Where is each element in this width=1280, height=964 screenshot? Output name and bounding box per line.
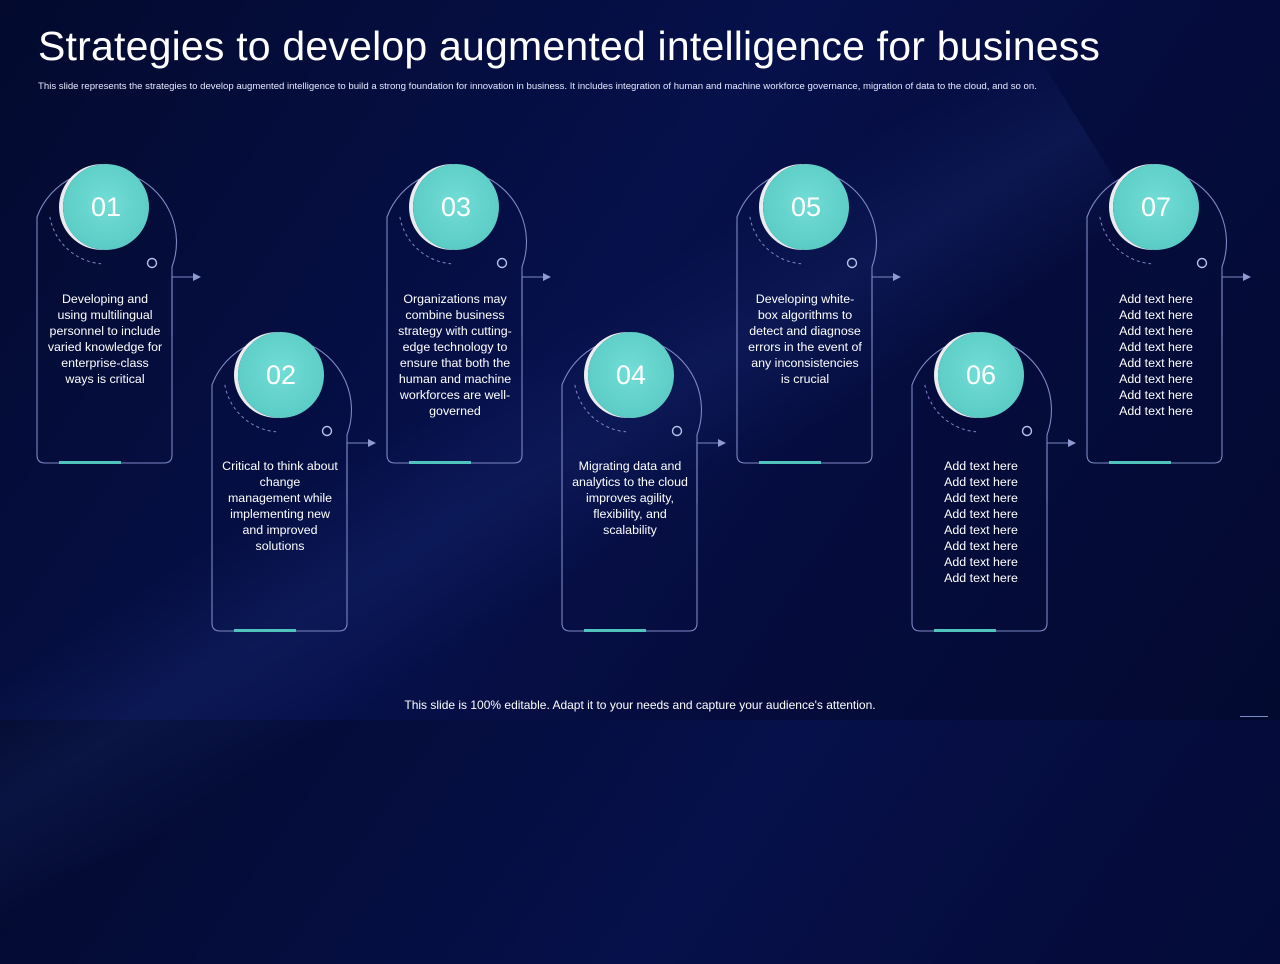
step-number: 05: [790, 191, 822, 222]
arc-node-ring: [1021, 425, 1033, 437]
step-accent-bar: [759, 461, 821, 464]
slide-title: Strategies to develop augmented intellig…: [38, 23, 1101, 69]
dashed-arc: [224, 384, 277, 433]
step-description: Migrating data and analytics to the clou…: [572, 459, 688, 537]
step-number: 04: [615, 359, 647, 390]
step-number: 07: [1140, 191, 1172, 222]
step-accent-bar: [934, 629, 996, 632]
arc-node-ring: [846, 257, 858, 269]
dashed-arc: [1099, 216, 1152, 265]
step-accent-bar: [59, 461, 121, 464]
slide-subtitle: This slide represents the strategies to …: [38, 81, 1037, 92]
step-accent-bar: [409, 461, 471, 464]
step-description: Add text here Add text here Add text her…: [944, 459, 1018, 585]
step-number-circle: 02: [238, 332, 324, 418]
step-description: Critical to think about change managemen…: [222, 459, 338, 553]
step-description: Developing and using multilingual person…: [47, 292, 163, 386]
connector-arrow: [521, 273, 551, 337]
dashed-arc: [49, 216, 102, 265]
step-description: Organizations may combine business strat…: [398, 292, 512, 418]
arc-node-ring: [496, 257, 508, 269]
step-number-circle: 04: [588, 332, 674, 418]
connector-arrow: [1046, 439, 1076, 503]
connector-arrow: [871, 273, 901, 337]
slide-footer: This slide is 100% editable. Adapt it to…: [404, 698, 876, 712]
step-accent-bar: [1109, 461, 1171, 464]
arc-node-ring: [146, 257, 158, 269]
step-number: 02: [265, 359, 297, 390]
dashed-arc: [749, 216, 802, 265]
arc-node-ring: [1196, 257, 1208, 269]
connector-arrow: [346, 439, 376, 503]
step-number-circle: 01: [63, 164, 149, 250]
connector-arrow: [696, 439, 726, 503]
footer-divider: [1240, 716, 1268, 717]
arc-node-ring: [671, 425, 683, 437]
step-accent-bar: [584, 629, 646, 632]
step-number-circle: 03: [413, 164, 499, 250]
step-number-circle: 06: [938, 332, 1024, 418]
connector-arrow: [171, 273, 201, 337]
dashed-arc: [924, 384, 977, 433]
step-number: 03: [440, 191, 472, 222]
step-number-circle: 05: [763, 164, 849, 250]
step-accent-bar: [234, 629, 296, 632]
step-description: Add text here Add text here Add text her…: [1119, 292, 1193, 418]
step-description: Developing white-box algorithms to detec…: [748, 292, 862, 386]
dashed-arc: [574, 384, 627, 433]
dashed-arc: [399, 216, 452, 265]
arc-node-ring: [321, 425, 333, 437]
step-number: 06: [965, 359, 997, 390]
connector-arrow: [1221, 273, 1251, 337]
step-number: 01: [90, 191, 122, 222]
step-number-circle: 07: [1113, 164, 1199, 250]
